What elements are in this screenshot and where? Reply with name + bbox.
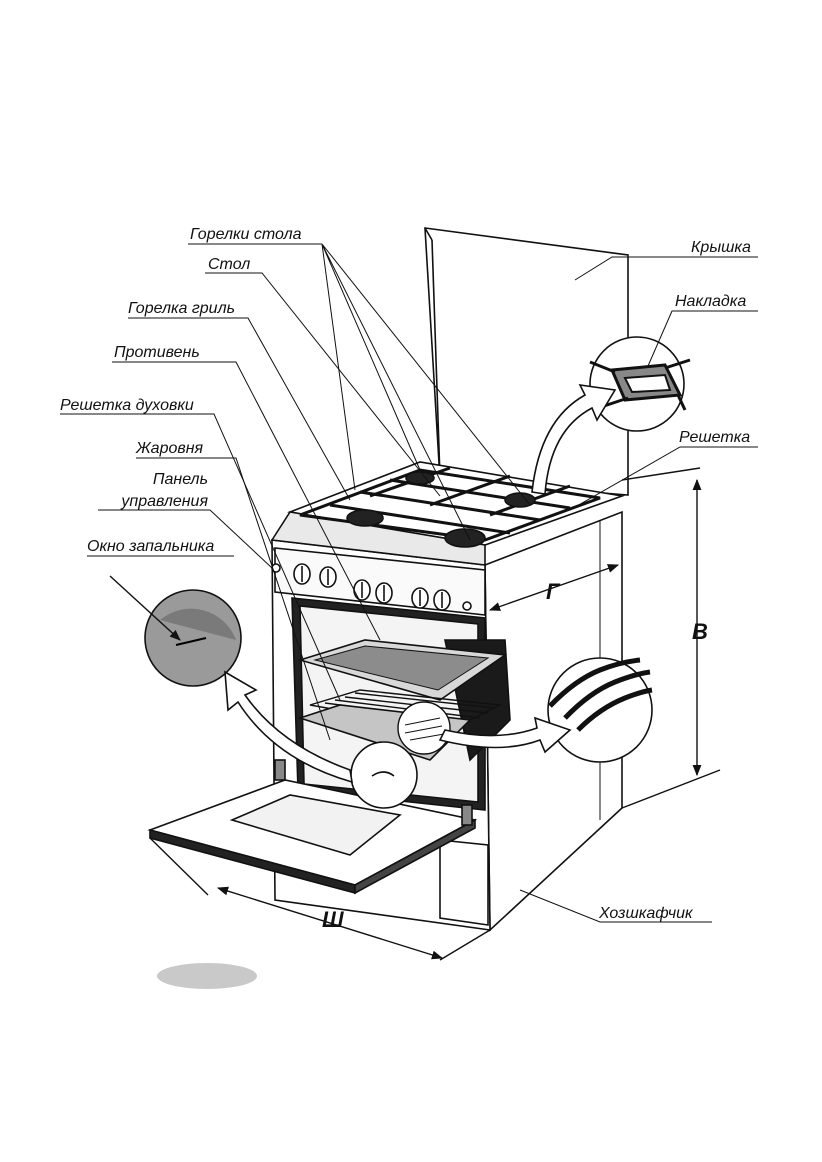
knob-icon	[293, 563, 311, 585]
knob-icon	[353, 579, 371, 601]
rack-runners-zoom	[397, 657, 653, 763]
label-control-panel-2: управления	[121, 493, 208, 510]
zoom-arrows	[224, 383, 617, 784]
knob-icon	[375, 582, 393, 604]
knob-icon	[319, 566, 337, 588]
dimension-lines	[149, 467, 721, 961]
label-baking-tray: Противень	[114, 344, 200, 361]
dimension-height-label: В	[692, 619, 708, 644]
label-oven-rack: Решетка духовки	[60, 397, 194, 414]
label-overlay: Накладка	[675, 293, 747, 310]
dimension-depth-label: Г	[546, 579, 560, 604]
control-knobs	[271, 563, 472, 611]
label-igniter-window: Окно запальника	[87, 538, 215, 555]
page-marker-oval	[157, 963, 257, 989]
knob-icon	[433, 589, 451, 611]
label-lid: Крышка	[691, 239, 751, 256]
hob-table	[270, 461, 626, 566]
label-roasting-pan: Жаровня	[136, 440, 204, 457]
door-glass	[229, 794, 402, 856]
lid	[424, 227, 629, 496]
dimension-width-label: Ш	[322, 907, 344, 932]
label-control-panel-1: Панель	[152, 471, 208, 488]
burner-icon	[346, 471, 536, 548]
label-table: Стол	[208, 256, 251, 273]
overlay-zoom	[589, 336, 691, 432]
igniter-window-zoom	[144, 589, 418, 809]
label-burners-table: Горелки стола	[190, 226, 302, 243]
knob-icon	[411, 587, 429, 609]
label-grill-burner: Горелка гриль	[128, 300, 236, 317]
label-storage-drawer: Хозшкафчик	[599, 905, 693, 922]
leader-lines	[60, 243, 758, 923]
label-grate: Решетка	[679, 429, 751, 446]
